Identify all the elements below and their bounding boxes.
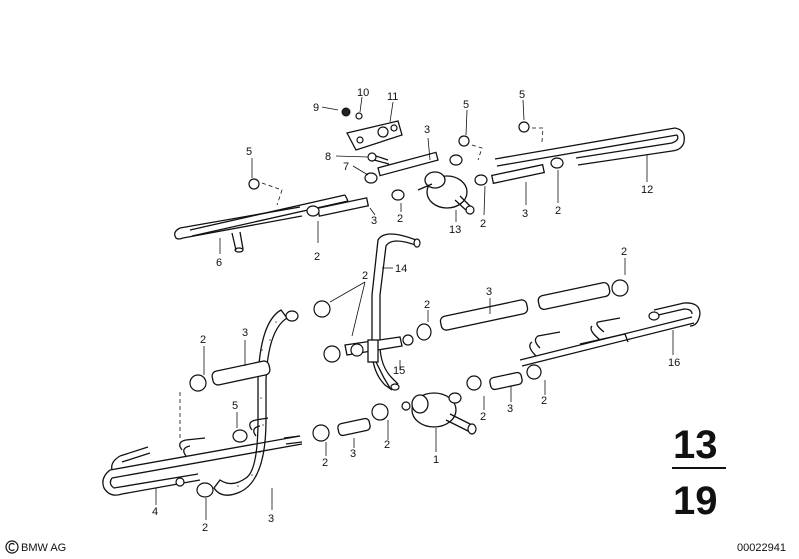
label-part-3: 3 [424, 124, 430, 136]
label-part-2: 2 [397, 213, 403, 225]
label-part-2: 2 [424, 299, 430, 311]
label-part-2: 2 [480, 411, 486, 423]
label-part-3: 3 [371, 215, 377, 227]
label-part-5: 5 [519, 89, 525, 101]
label-part-12: 12 [641, 184, 653, 196]
label-part-2: 2 [200, 334, 206, 346]
sub-group-number: 19 [673, 479, 718, 523]
label-part-2: 2 [621, 246, 627, 258]
label-part-3: 3 [350, 448, 356, 460]
label-part-15: 15 [393, 365, 405, 377]
label-part-2: 2 [314, 251, 320, 263]
label-part-3: 3 [522, 208, 528, 220]
fuel-pipe-4 [102, 417, 303, 498]
label-part-3: 3 [507, 403, 513, 415]
label-part-6: 6 [216, 257, 222, 269]
copyright-icon [5, 540, 19, 554]
return-hose-14 [371, 233, 421, 391]
footer: BMW AG 00022941 [5, 540, 786, 554]
group-number: 13 19 [672, 423, 726, 523]
label-part-11: 11 [387, 91, 398, 103]
leader-lines-upper [219, 96, 648, 254]
label-part-3: 3 [486, 286, 492, 298]
upper-assembly [174, 96, 685, 254]
fuel-hose-long-3 [213, 309, 299, 496]
label-part-4: 4 [152, 506, 158, 518]
label-part-10: 10 [357, 87, 369, 99]
label-part-2: 2 [541, 395, 547, 407]
fuel-pipe-16 [519, 302, 701, 367]
label-part-3: 3 [268, 513, 274, 525]
label-part-2: 2 [480, 218, 486, 230]
bracket-11 [341, 107, 403, 165]
part-labels: 10 9 11 5 5 3 8 5 7 12 3 2 2 3 2 13 6 2 … [152, 87, 680, 534]
hose-clamps-upper [248, 121, 564, 217]
pressure-regulator-13 [417, 171, 475, 215]
footer-doc-number: 00022941 [737, 542, 786, 554]
leader-lines-lower [155, 258, 674, 520]
label-part-13: 13 [449, 224, 461, 236]
label-part-2: 2 [555, 205, 561, 217]
fuel-filter-1 [401, 392, 477, 435]
label-part-2: 2 [202, 522, 208, 534]
fuel-pipe-6 [174, 194, 349, 253]
main-group-number: 13 [673, 423, 718, 467]
fuel-pipe-12 [494, 127, 685, 167]
label-part-7: 7 [343, 161, 349, 173]
label-part-16: 16 [668, 357, 680, 369]
lower-assembly [102, 233, 701, 520]
label-part-5: 5 [232, 400, 238, 412]
t-piece-15 [344, 334, 414, 389]
fuel-hose-left-3 [189, 300, 341, 392]
label-part-3: 3 [242, 327, 248, 339]
label-part-2: 2 [384, 439, 390, 451]
label-part-9: 9 [313, 102, 319, 114]
label-part-2: 2 [362, 270, 368, 282]
label-part-5: 5 [246, 146, 252, 158]
label-part-8: 8 [325, 151, 331, 163]
fuel-hoses-right-3 [416, 279, 629, 341]
label-part-1: 1 [433, 454, 439, 466]
fuel-hoses-lower-3 [232, 364, 542, 443]
label-part-5: 5 [463, 99, 469, 111]
label-part-14: 14 [395, 263, 407, 275]
footer-brand: BMW AG [21, 542, 66, 554]
label-part-2: 2 [322, 457, 328, 469]
